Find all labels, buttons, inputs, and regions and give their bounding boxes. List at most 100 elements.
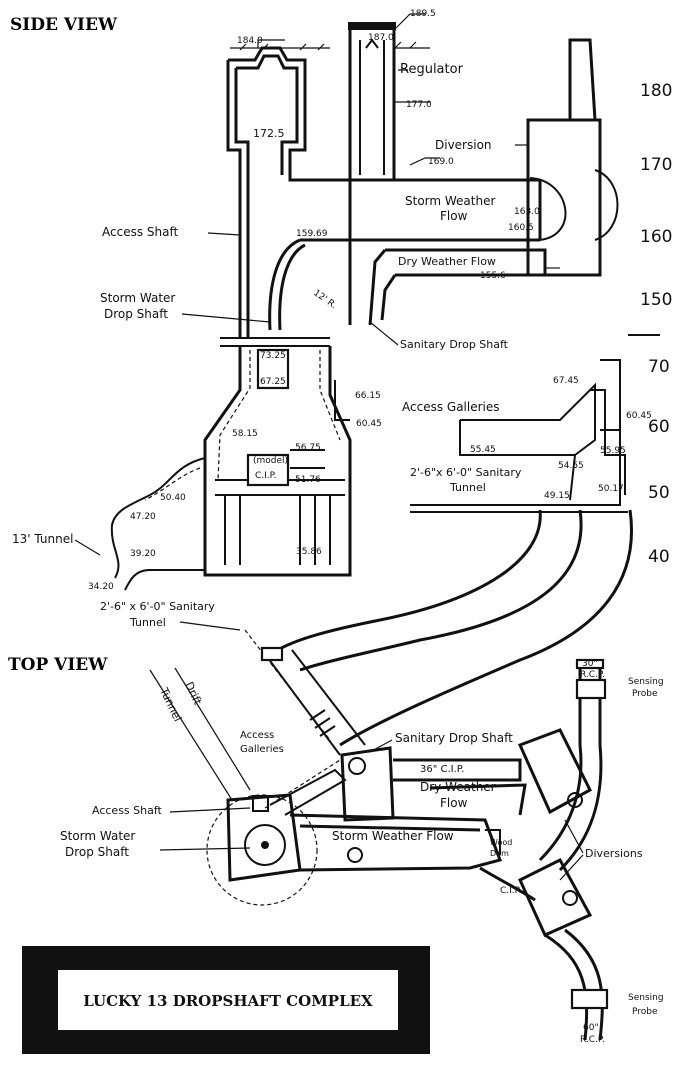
regulator-shaft (348, 13, 430, 325)
scale-150: 150 (640, 290, 672, 310)
scale-160: 160 (640, 227, 672, 247)
label-sanitary-tunnel-2: Tunnel (449, 481, 486, 494)
label-rcp60-2: R.C.P. (580, 1035, 605, 1045)
scale-180: 180 (640, 81, 672, 101)
label-rcp60-1: 60" (583, 1023, 599, 1033)
label-dry-weather: Dry Weather Flow (398, 255, 496, 268)
elev-5545: 55.45 (470, 445, 496, 455)
label-model: (model) (253, 456, 288, 466)
elev-1770: 177.0 (406, 100, 432, 110)
label-tunnel-13: 13' Tunnel (12, 532, 73, 546)
dry-weather-pipe (368, 248, 560, 326)
elev-5855: 58.15 (232, 429, 258, 439)
diagram-title: LUCKY 13 DROPSHAFT COMPLEX (83, 992, 373, 1010)
label-storm-water-1: Storm Water (100, 291, 175, 305)
label-access-1: Access (240, 730, 274, 741)
pointer-access-shaft (207, 232, 241, 236)
label-cip-small: C.I.P. (500, 886, 522, 896)
elev-3585: 35.86 (296, 547, 322, 557)
elev-1840: 184.0 (237, 36, 263, 46)
top-view-heading: TOP VIEW (8, 655, 108, 675)
sanitary-tunnel-curve (244, 509, 633, 747)
scale-70: 70 (648, 357, 670, 377)
elevation-labels: 189.5 184.0 187.0 172.5 177.0 169.0 163.… (88, 9, 652, 592)
pointer-storm-water (181, 313, 271, 323)
label-access-2: Galleries (240, 744, 284, 755)
scale-60: 60 (648, 417, 670, 437)
elev-5595: 55.95 (600, 446, 626, 456)
label-sanitary-drop: Sanitary Drop Shaft (400, 338, 509, 351)
pointer-sanitary-top (369, 739, 393, 753)
label-sanitary-drop-top: Sanitary Drop Shaft (395, 731, 513, 745)
label-wood-dam-2: Dam (490, 849, 509, 858)
elev-6615: 66.15 (355, 391, 381, 401)
pointer-access-top (169, 807, 251, 813)
label-sanitary-lower-1: 2'-6" x 6'-0" Sanitary (100, 600, 215, 613)
label-radius: 12' R. (311, 288, 338, 311)
label-storm-weather-1: Storm Weather (405, 194, 495, 208)
label-drift-2: Tunnel (157, 685, 184, 724)
elev-1690: 169.0 (428, 157, 454, 167)
elev-1895: 189.5 (410, 9, 436, 19)
label-access-shaft: Access Shaft (102, 225, 178, 239)
tunnel-13 (110, 457, 206, 591)
storm-weather-pipe (268, 157, 542, 331)
elev-6045: 60.45 (356, 419, 382, 429)
break-line-left (220, 337, 330, 347)
elev-1870: 187.0 (368, 33, 394, 43)
label-diversions: Diversions (585, 847, 643, 860)
label-storm-water-2: Drop Shaft (104, 307, 168, 321)
drift-tunnel: Drift Tunnel (149, 667, 251, 801)
label-dry-weather-top-1: Dry Weather (420, 780, 496, 794)
pointer-sanitary-lower (179, 621, 241, 631)
label-storm-weather-top: Storm Weather Flow (332, 829, 454, 843)
scale-40: 40 (648, 547, 670, 567)
elev-6045b: 60.45 (626, 411, 652, 421)
label-access-galleries: Access Galleries (402, 400, 500, 414)
elev-3420: 34.20 (88, 582, 114, 592)
side-view-heading: SIDE VIEW (10, 15, 118, 35)
elev-6745: 67.45 (553, 376, 579, 386)
label-regulator: Regulator (400, 62, 464, 77)
label-storm-water-top-1: Storm Water (60, 829, 135, 843)
pointer-sanitary-drop (369, 321, 399, 346)
label-rcp30-2: R.C.P. (580, 670, 605, 680)
label-wood-dam-1: Wood (490, 838, 512, 847)
title-box-inner (58, 970, 398, 1030)
access-galleries-side (334, 359, 628, 513)
label-probe-bot-1: Sensing (628, 993, 664, 1003)
access-galleries-top (260, 646, 366, 816)
access-shaft-upper (226, 39, 350, 338)
pointer-diversions (559, 819, 584, 881)
elev-5455: 54.55 (558, 461, 584, 471)
scale-ruler: 180 170 160 150 70 60 50 40 (640, 81, 672, 567)
elev-1605: 160.5 (508, 223, 534, 233)
label-dry-weather-top-2: Flow (440, 796, 468, 810)
label-probe-top-2: Probe (632, 689, 658, 699)
label-sanitary-tunnel-1: 2'-6"x 6'-0" Sanitary (410, 466, 522, 479)
label-rcp30-1: 30" (582, 659, 598, 669)
elev-1630: 163.0 (514, 207, 540, 217)
elev-1556: 155.6 (480, 271, 506, 281)
title-box: LUCKY 13 DROPSHAFT COMPLEX (22, 946, 430, 1054)
elev-1596: 159.69 (296, 229, 328, 239)
elev-6725: 67.25 (260, 377, 286, 387)
elev-5176: 51.76 (295, 475, 321, 485)
label-cip36: 36" C.I.P. (420, 764, 464, 775)
elev-5017: 50.17 (598, 484, 624, 494)
label-cip: C.I.P. (255, 471, 277, 481)
elev-5675: 56.75 (295, 443, 321, 453)
lower-chamber (203, 346, 352, 577)
label-probe-top-1: Sensing (628, 677, 664, 687)
scale-170: 170 (640, 155, 672, 175)
elev-3920: 39.20 (130, 549, 156, 559)
label-sanitary-lower-2: Tunnel (129, 616, 166, 629)
probe-pipes (538, 658, 609, 1041)
pointer-storm-top (159, 847, 251, 851)
elev-4915: 49.15 (544, 491, 570, 501)
elev-7325: 73.25 (260, 351, 286, 361)
label-access-shaft-top: Access Shaft (92, 804, 163, 817)
label-diversion: Diversion (435, 138, 492, 152)
pointer-tunnel-13 (74, 539, 101, 556)
